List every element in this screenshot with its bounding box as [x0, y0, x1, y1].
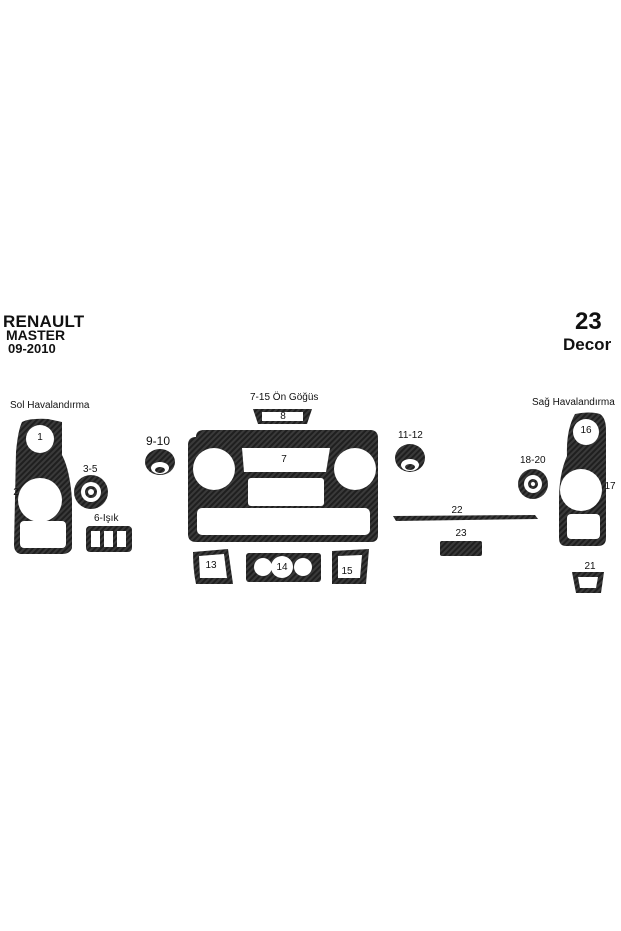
parts-9-10-label: 9-10	[146, 434, 171, 448]
part-3-5-vent	[74, 475, 108, 509]
piece-count: 23	[575, 308, 602, 335]
part-number-21: 21	[584, 561, 596, 572]
part-15	[332, 549, 369, 584]
part-21	[572, 572, 604, 593]
center-console-label: 7-15 Ön Göğüs	[250, 392, 319, 403]
model-years: 09-2010	[8, 341, 56, 356]
part-11-12-vent	[395, 444, 425, 472]
part-7-center-console	[188, 430, 378, 542]
left-vent-panel	[14, 418, 72, 554]
right-vent-panel	[559, 412, 606, 546]
kit-type: Decor	[563, 335, 612, 354]
left-vent-label: Sol Havalandırma	[10, 400, 90, 411]
part-6-switch-frame	[86, 526, 132, 552]
part-22-strip	[393, 515, 538, 521]
part-9-10-vent	[145, 449, 175, 475]
part-number-17: 17	[604, 481, 616, 492]
parts-6-label: 6-Işık	[94, 513, 119, 524]
parts-18-20-label: 18-20	[520, 455, 546, 466]
part-number-2: 2	[13, 487, 19, 498]
part-number-23: 23	[455, 528, 467, 539]
part-number-22: 22	[451, 505, 463, 516]
part-8	[253, 409, 312, 424]
part-18-20-vent	[518, 469, 548, 499]
part-number-14: 14	[276, 562, 288, 573]
part-number-7: 7	[281, 454, 287, 465]
part-number-1: 1	[37, 432, 43, 443]
part-13	[193, 549, 233, 584]
part-number-16: 16	[580, 425, 592, 436]
part-number-13: 13	[205, 560, 217, 571]
part-number-15: 15	[341, 566, 353, 577]
part-23	[440, 541, 482, 556]
part-number-8: 8	[280, 411, 286, 422]
right-vent-label: Sağ Havalandırma	[532, 397, 615, 408]
part-14	[246, 553, 321, 582]
model-title: MASTER	[6, 327, 66, 343]
parts-11-12-label: 11-12	[398, 430, 423, 441]
parts-3-5-label: 3-5	[83, 464, 98, 475]
brand-title: RENAULT	[3, 312, 85, 331]
